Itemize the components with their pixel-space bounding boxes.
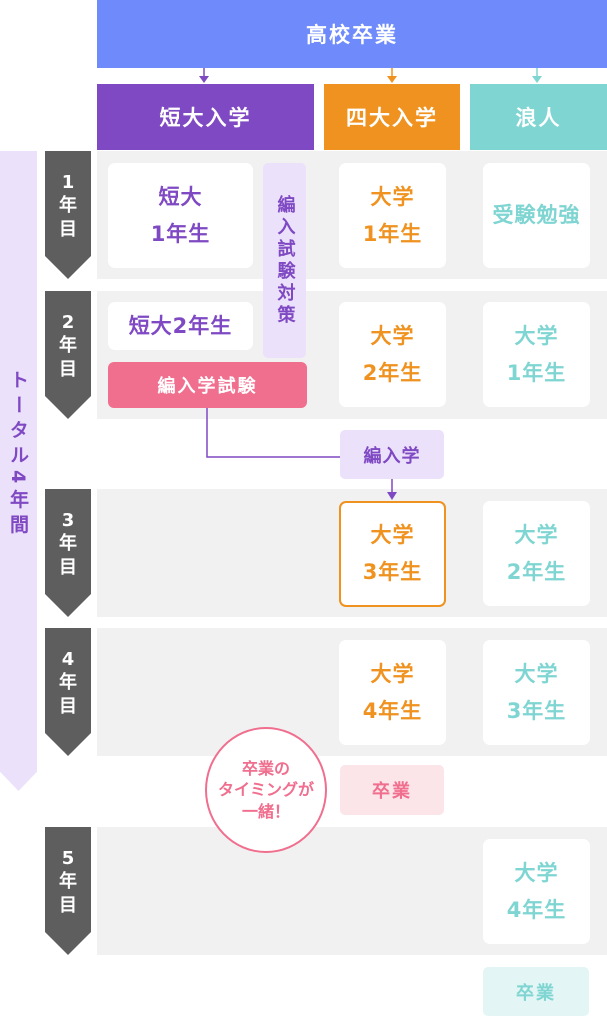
yondai-year3-card: 大学 3年生	[339, 501, 446, 607]
yondai-year1-card: 大学 1年生	[339, 163, 446, 268]
yondai-graduation: 卒業	[340, 765, 444, 815]
transfer-box: 編入学	[340, 430, 444, 479]
header-tandai: 短大入学	[97, 84, 314, 150]
header-ronin: 浪人	[470, 84, 607, 150]
header-ronin-label: 浪人	[515, 106, 562, 130]
total-label: トータル4年間	[7, 370, 29, 540]
year-marker-4: 4 年 目	[45, 628, 91, 756]
total-bar	[0, 151, 37, 791]
ronin-year2-card: 大学 2年生	[483, 501, 590, 606]
ronin-year1-card: 大学 1年生	[483, 302, 590, 407]
year-marker-3: 3 年 目	[45, 489, 91, 617]
year-marker-2: 2 年 目	[45, 291, 91, 419]
tandai-year2-card: 短大2年生	[108, 302, 253, 350]
yondai-year2-card: 大学 2年生	[339, 302, 446, 407]
year-marker-5: 5 年 目	[45, 827, 91, 955]
ronin-study-card: 受験勉強	[483, 163, 590, 268]
header-yondai: 四大入学	[324, 84, 460, 150]
ronin-year4-card: 大学 4年生	[483, 839, 590, 944]
tandai-year1-card: 短大 1年生	[108, 163, 253, 268]
year-marker-1: 1 年 目	[45, 151, 91, 279]
transfer-exam-prep: 編入試験対策	[263, 163, 306, 358]
ronin-year3-card: 大学 3年生	[483, 640, 590, 745]
header-yondai-label: 四大入学	[346, 106, 438, 130]
yondai-year4-card: 大学 4年生	[339, 640, 446, 745]
header-tandai-label: 短大入学	[159, 106, 252, 130]
header-graduation: 高校卒業	[97, 0, 607, 68]
same-timing-bubble: 卒業の タイミングが 一緒！	[205, 727, 327, 853]
ronin-graduation: 卒業	[483, 967, 589, 1016]
header-graduation-label: 高校卒業	[306, 23, 398, 47]
transfer-exam: 編入学試験	[108, 362, 307, 408]
